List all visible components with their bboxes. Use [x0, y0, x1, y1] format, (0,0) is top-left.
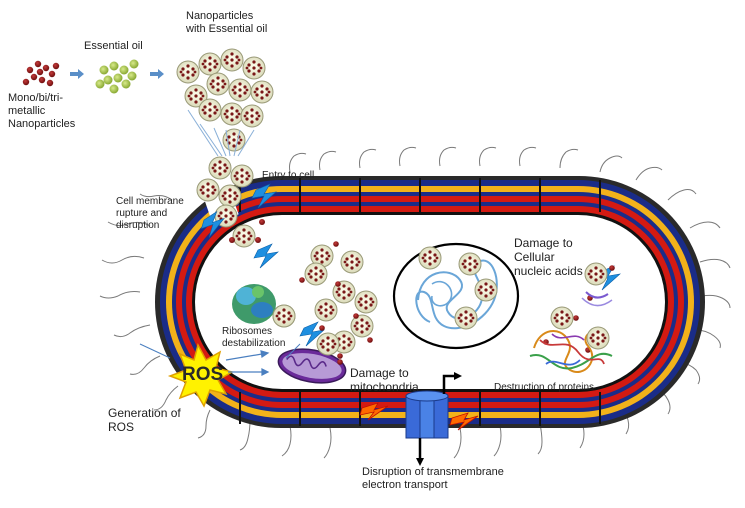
generation-ros-label: Generation of ROS [108, 406, 181, 434]
essential-oil-cluster [95, 59, 139, 94]
mito-damage-line-1: Damage to [350, 366, 409, 380]
flagella [99, 146, 731, 459]
mono-nanoparticles-label: Mono/bi/tri- metallic Nanoparticles [8, 92, 75, 131]
membrane-rupture-line-1: Cell membrane [116, 196, 184, 207]
nanoparticles-oil-line-2: with Essential oil [186, 23, 268, 35]
nanoparticles-oil-line-1: Nanoparticles [186, 10, 254, 22]
ribosomes-line-2: destabilization [222, 338, 286, 349]
np-oil-cluster [176, 48, 274, 152]
mono-nanoparticles-line-2: metallic [8, 105, 46, 117]
electron-transport-line-1: Disruption of transmembrane [362, 466, 504, 478]
protein-destruction-label: Destruction of proteins [494, 382, 595, 393]
entry-to-cell-label: Entry to cell [262, 170, 315, 181]
nucleoid [392, 242, 520, 350]
wall-nanoparticle [581, 262, 613, 307]
mono-nanoparticles-line-1: Mono/bi/tri- [8, 92, 64, 104]
entry-arrows [187, 109, 255, 157]
generation-ros-line-1: Generation of [108, 406, 181, 420]
membrane-rupture-line-3: disruption [116, 220, 160, 231]
nucleic-damage-line-2: Cellular [514, 250, 555, 264]
ribosomes-label: Ribosomes destabilization [222, 326, 285, 350]
label-arrows [139, 343, 301, 359]
nanoparticles-oil-label: Nanoparticles with Essential oil [186, 10, 267, 36]
ribosomes-line-1: Ribosomes [222, 326, 273, 337]
nucleic-damage-label: Damage to Cellular nucleic acids [514, 236, 583, 278]
electron-transport-line-2: electron transport [362, 479, 448, 491]
transmembrane-channel [359, 372, 479, 466]
protein [529, 306, 613, 373]
mono-nanoparticles-line-3: Nanoparticles [8, 118, 76, 130]
membrane-rupture-line-2: rupture and [116, 208, 168, 219]
essential-oil-label: Essential oil [84, 40, 143, 52]
electron-transport-label: Disruption of transmembrane electron tra… [362, 466, 504, 492]
ros-label: ROS [182, 364, 224, 385]
arrow-right-2 [150, 69, 164, 79]
generation-ros-line-2: ROS [108, 420, 135, 434]
membrane-rupture-label: Cell membrane rupture and disruption [116, 196, 184, 232]
mito-damage-label: Damage to mitochondria [350, 366, 419, 394]
metallic-nanoparticle-cluster [22, 60, 60, 87]
mitochondria [277, 332, 347, 384]
nucleic-damage-line-1: Damage to [514, 236, 573, 250]
mito-damage-line-2: mitochondria [350, 380, 419, 394]
arrow-right-1 [70, 69, 84, 79]
ribosome [232, 284, 296, 328]
ros-arrows [225, 350, 270, 376]
ros-star-icon [167, 342, 234, 408]
nucleic-damage-line-3: nucleic acids [514, 264, 583, 278]
